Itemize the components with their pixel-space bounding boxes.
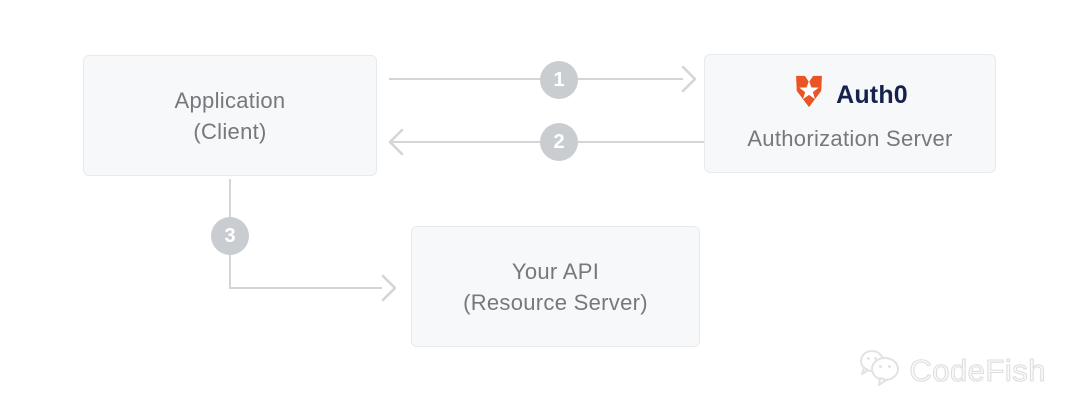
step-2-badge: 2 xyxy=(540,123,578,161)
wechat-icon xyxy=(857,348,901,393)
auth0-brand-label: Auth0 xyxy=(836,81,908,109)
auth0-brand-row: Auth0 xyxy=(792,73,908,118)
arrow-1-right-arrowhead-icon xyxy=(681,64,697,99)
watermark-label: CodeFish xyxy=(909,352,1046,388)
step-3-number: 3 xyxy=(224,224,236,247)
auth0-shield-icon xyxy=(792,73,826,118)
arrow-3-right-arrowhead-icon xyxy=(381,273,397,308)
authorization-server-box: Auth0 Authorization Server xyxy=(704,54,996,173)
your-api-box: Your API (Resource Server) xyxy=(411,226,700,347)
watermark: CodeFish xyxy=(857,348,1046,393)
authorization-server-label: Authorization Server xyxy=(747,126,953,151)
step-1-number: 1 xyxy=(553,68,565,91)
step-2-number: 2 xyxy=(553,130,565,153)
arrow-1-line xyxy=(389,78,683,80)
application-client-box: Application (Client) xyxy=(83,55,377,176)
your-api-box-subtitle: (Resource Server) xyxy=(463,289,648,315)
arrow-3-horizontal-line xyxy=(229,287,382,289)
step-3-badge: 3 xyxy=(211,217,249,255)
your-api-box-title: Your API xyxy=(511,258,600,284)
application-box-subtitle: (Client) xyxy=(193,118,267,144)
arrow-2-left-arrowhead-icon xyxy=(388,127,404,162)
application-box-title: Application xyxy=(174,87,286,113)
step-1-badge: 1 xyxy=(540,61,578,99)
